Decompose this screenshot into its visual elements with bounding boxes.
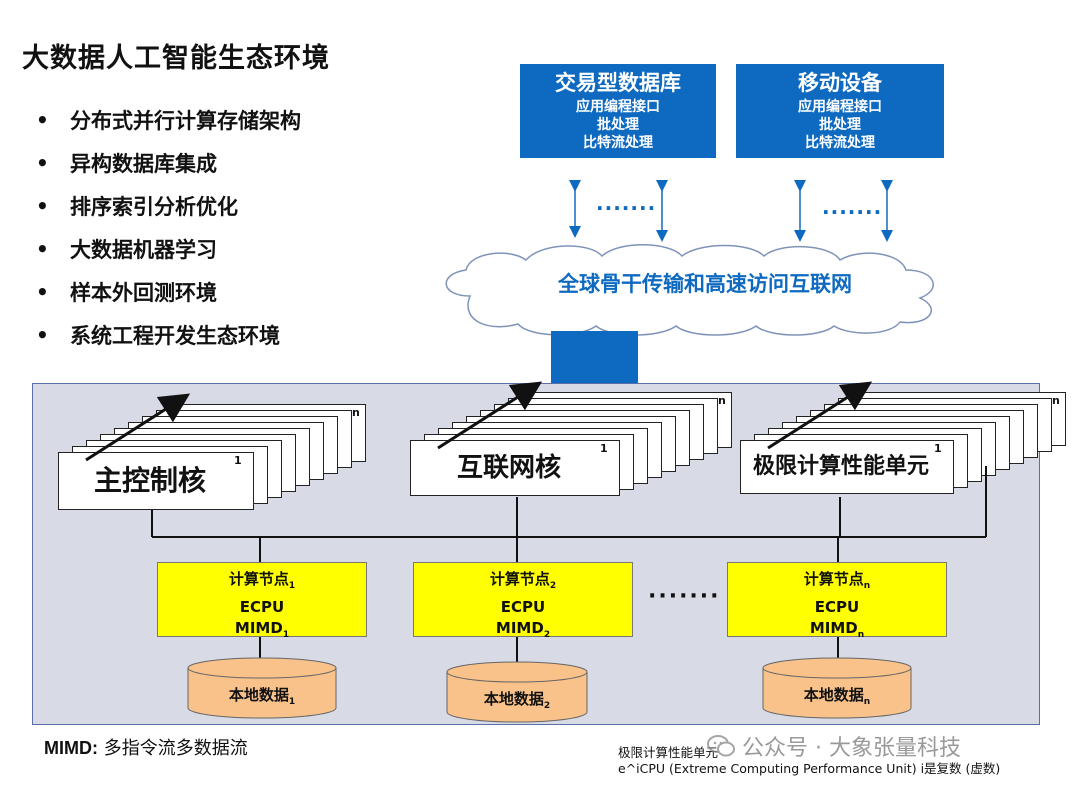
feature-list: •分布式并行计算存储架构 •异构数据库集成 •排序索引分析优化 •大数据机器学习… [36,98,301,356]
backbone-pipe [551,331,638,391]
bullet-icon: • [36,150,49,175]
watermark: 公众号 · 大象张量科技 [706,730,961,762]
list-item: •系统工程开发生态环境 [36,322,280,348]
disk-label-n: 本地数据n [803,686,871,707]
transactional-db-box: 交易型数据库 应用编程接口 批处理 比特流处理 [520,64,716,158]
stack-label: 极限计算性能单元 [752,454,929,479]
stack-front-card [410,440,620,496]
bullet-icon: • [36,193,49,218]
page-title: 大数据人工智能生态环境 [22,43,330,74]
list-item: •分布式并行计算存储架构 [36,107,301,133]
cloud-label: 全球骨干传输和高速访问互联网 [558,272,852,296]
stack-front-card [740,440,954,494]
disk-label-2: 本地数据2 [483,690,551,711]
stack-index-back: n [1052,394,1060,407]
disk-icon [762,657,912,719]
stack-index-back: n [352,406,360,419]
stack-index-front: 1 [600,442,608,455]
bullet-icon: • [36,322,49,347]
stack-index-front: 1 [234,454,242,467]
footnote-line2: e^iCPU (Extreme Computing Performance Un… [618,761,1001,776]
disk-label-1: 本地数据1 [228,686,296,707]
mobile-device-box: 移动设备 应用编程接口 批处理 比特流处理 [736,64,944,158]
disk-icon [187,657,337,719]
list-item: •排序索引分析优化 [36,193,238,219]
ellipsis-left: ······· [596,196,657,220]
bullet-icon: • [36,107,49,132]
disk-icon [446,661,588,723]
stack-label: 主控制核 [93,464,206,497]
ellipsis-right: ······· [822,200,883,224]
list-item: •样本外回测环境 [36,279,217,305]
list-item: •异构数据库集成 [36,150,217,176]
bullet-icon: • [36,279,49,304]
stack-label: 互联网核 [456,453,561,483]
node-ellipsis: ······· [648,584,721,609]
compute-node-1: 计算节点1 ECPU MIMD1 [157,562,367,640]
bullet-icon: • [36,236,49,261]
wechat-icon [707,735,735,757]
footnote-line1: 极限计算性能单元 [618,745,719,760]
compute-node-2: 计算节点2 ECPU MIMD2 [413,562,633,640]
stack-front-card [58,452,254,510]
stack-index-front: 1 [934,442,942,455]
compute-node-n: 计算节点n ECPU MIMDn [727,562,947,640]
list-item: •大数据机器学习 [36,236,217,262]
mimd-note: MIMD: 多指令流多数据流 [44,738,248,759]
stack-index-back: n [718,394,726,407]
